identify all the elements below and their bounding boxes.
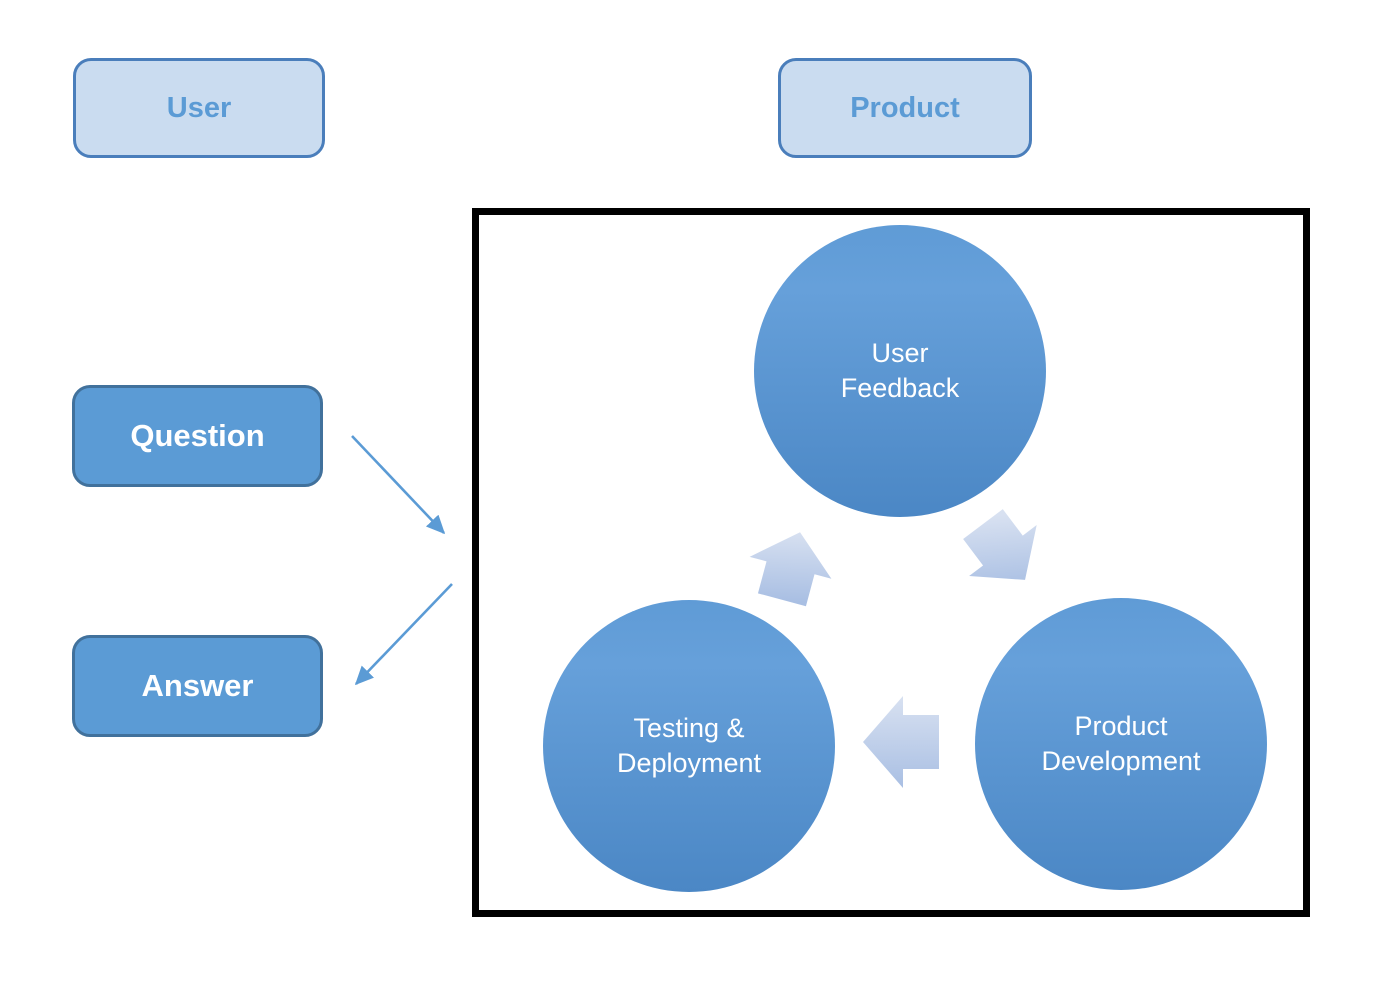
cycle-node-product-development: Product Development [975,598,1267,890]
cycle-node-label-line: Deployment [616,748,762,778]
cycle-node-label-line: User [871,338,929,368]
cycle-to-answer-arrow [354,583,453,686]
user-box: User [73,58,325,158]
cycle-node-label-line: Feedback [840,373,960,403]
cycle-node-label-line: Development [1041,746,1201,776]
question-box: Question [72,385,323,487]
answer-box: Answer [72,635,323,737]
question-to-cycle-arrow [351,435,446,535]
product-box: Product [778,58,1032,158]
product-cycle-frame [472,208,1310,917]
cycle-node-label-line: Testing & [633,713,745,743]
product-box-label: Product [850,91,960,124]
user-box-label: User [166,91,232,124]
question-box-label: Question [130,418,265,453]
answer-box-label: Answer [141,668,254,703]
cycle-node-user-feedback: User Feedback [754,225,1046,517]
cycle-node-label-line: Product [1074,711,1168,741]
cycle-node-testing-deployment: Testing & Deployment [543,600,835,892]
